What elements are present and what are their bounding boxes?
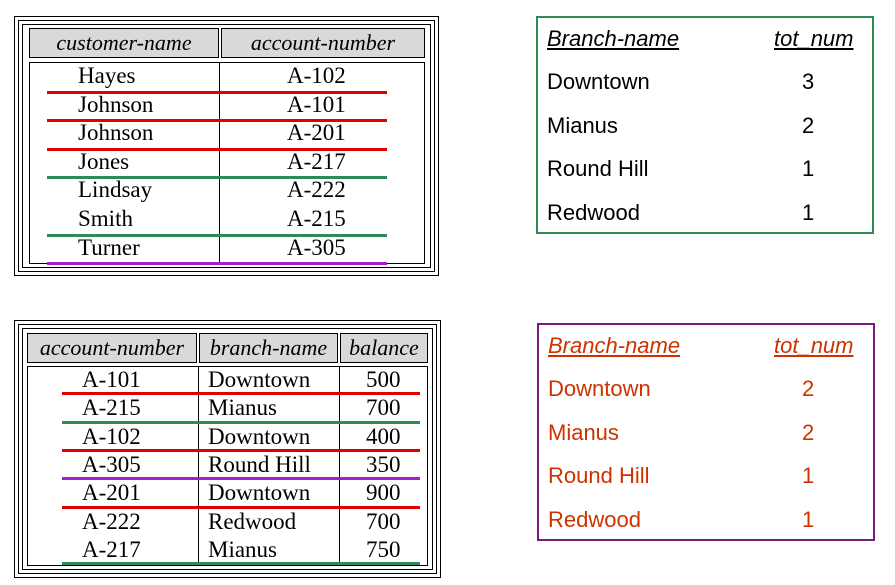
result-top-header-branch-name: Branch-name <box>547 26 680 51</box>
result-bottom-cell-count: 2 <box>802 376 815 401</box>
depositor-group-separator <box>47 90 387 94</box>
depositor-body <box>29 62 425 264</box>
depositor-cell-account-number: A-305 <box>287 234 346 260</box>
result-top-cell-branch: Mianus <box>547 112 618 138</box>
account-header-account-number: account-number <box>27 333 197 363</box>
depositor-cell-customer-name: Jones <box>78 148 130 174</box>
account-cell-account-number: A-222 <box>82 508 141 534</box>
account-cell-account-number: A-215 <box>82 395 141 421</box>
result-bottom-cell-count: 1 <box>802 463 815 489</box>
account-frame-ring <box>18 324 437 574</box>
account-cell-balance: 750 <box>366 536 401 562</box>
depositor-cell-account-number: A-101 <box>287 91 346 117</box>
result-bottom-header-branch-name: Branch-name <box>548 333 681 358</box>
depositor-group-separator <box>47 262 387 266</box>
result-top-cell-count: 1 <box>802 199 815 225</box>
result-top-header-tot-num: tot_num <box>774 26 854 51</box>
depositor-group-separator <box>47 233 387 237</box>
account-table <box>14 320 441 578</box>
depositor-table <box>14 16 439 276</box>
account-group-separator <box>62 420 420 424</box>
account-cell-branch-name: Downtown <box>208 423 311 449</box>
depositor-cell-customer-name: Johnson <box>78 120 154 146</box>
depositor-cell-account-number: A-102 <box>287 63 346 88</box>
result-top-cell-count: 2 <box>802 112 815 138</box>
account-cell-branch-name: Mianus <box>208 395 277 421</box>
depositor-cell-customer-name: Turner <box>78 234 140 260</box>
result-bottom-cell-count: 2 <box>802 419 815 445</box>
account-header-balance: balance <box>340 333 428 363</box>
account-cell-branch-name: Round Hill <box>208 451 311 477</box>
depositor-group-separator <box>47 119 387 123</box>
account-cell-balance: 500 <box>366 367 401 392</box>
depositor-cell-account-number: A-222 <box>287 177 346 203</box>
account-cell-branch-name: Downtown <box>208 480 311 506</box>
account-column-divider-2 <box>339 366 340 566</box>
depositor-cell-customer-name: Hayes <box>78 63 136 88</box>
result-bottom-cell-branch: Downtown <box>548 376 651 401</box>
account-cell-branch-name: Mianus <box>208 536 277 562</box>
account-cell-balance: 350 <box>366 451 401 477</box>
account-cell-balance: 400 <box>366 423 401 449</box>
account-cell-account-number: A-305 <box>82 451 141 477</box>
account-body <box>27 366 428 566</box>
account-group-separator <box>62 392 420 396</box>
account-cell-account-number: A-217 <box>82 536 141 562</box>
result-bottom-cell-branch: Mianus <box>548 419 619 445</box>
depositor-header-customer-name: customer-name <box>29 28 219 58</box>
result-top-cell-branch: Redwood <box>547 199 640 225</box>
result-top-cell-count: 1 <box>802 156 815 182</box>
depositor-cell-customer-name: Lindsay <box>78 177 153 203</box>
account-group-separator <box>62 477 420 481</box>
depositor-cell-account-number: A-215 <box>287 206 346 231</box>
result-bottom-cell-branch: Round Hill <box>548 463 650 489</box>
depositor-cell-account-number: A-217 <box>287 148 346 174</box>
result-top-cell-branch: Round Hill <box>547 156 649 182</box>
account-header-branch-name: branch-name <box>199 333 338 363</box>
depositor-frame-ring-inner <box>22 24 431 268</box>
account-group-separator <box>62 448 420 452</box>
depositor-column-divider <box>219 62 220 264</box>
depositor-group-separator <box>47 176 387 180</box>
result-top-cell-branch: Downtown <box>547 69 650 94</box>
account-cell-branch-name: Redwood <box>208 508 297 534</box>
account-cell-balance: 900 <box>366 480 401 506</box>
result-bottom-header-tot-num: tot_num <box>774 333 854 358</box>
depositor-group-separator <box>47 147 387 151</box>
account-group-separator <box>62 562 420 566</box>
depositor-cell-customer-name: Smith <box>78 206 133 231</box>
account-cell-branch-name: Downtown <box>208 367 311 392</box>
result-bottom-cell-count: 1 <box>802 506 815 532</box>
account-cell-balance: 700 <box>366 508 401 534</box>
account-cell-account-number: A-201 <box>82 480 141 506</box>
account-cell-balance: 700 <box>366 395 401 421</box>
account-column-divider-1 <box>198 366 199 566</box>
result-bottom-cell-branch: Redwood <box>548 506 641 532</box>
account-cell-account-number: A-102 <box>82 423 141 449</box>
depositor-cell-customer-name: Johnson <box>78 91 154 117</box>
account-group-separator <box>62 505 420 509</box>
depositor-frame-ring <box>18 20 435 272</box>
depositor-cell-account-number: A-201 <box>287 120 346 146</box>
result-top-cell-count: 3 <box>802 69 815 94</box>
account-frame-ring-inner <box>22 328 433 570</box>
account-cell-account-number: A-101 <box>82 367 141 392</box>
depositor-header-account-number: account-number <box>221 28 425 58</box>
